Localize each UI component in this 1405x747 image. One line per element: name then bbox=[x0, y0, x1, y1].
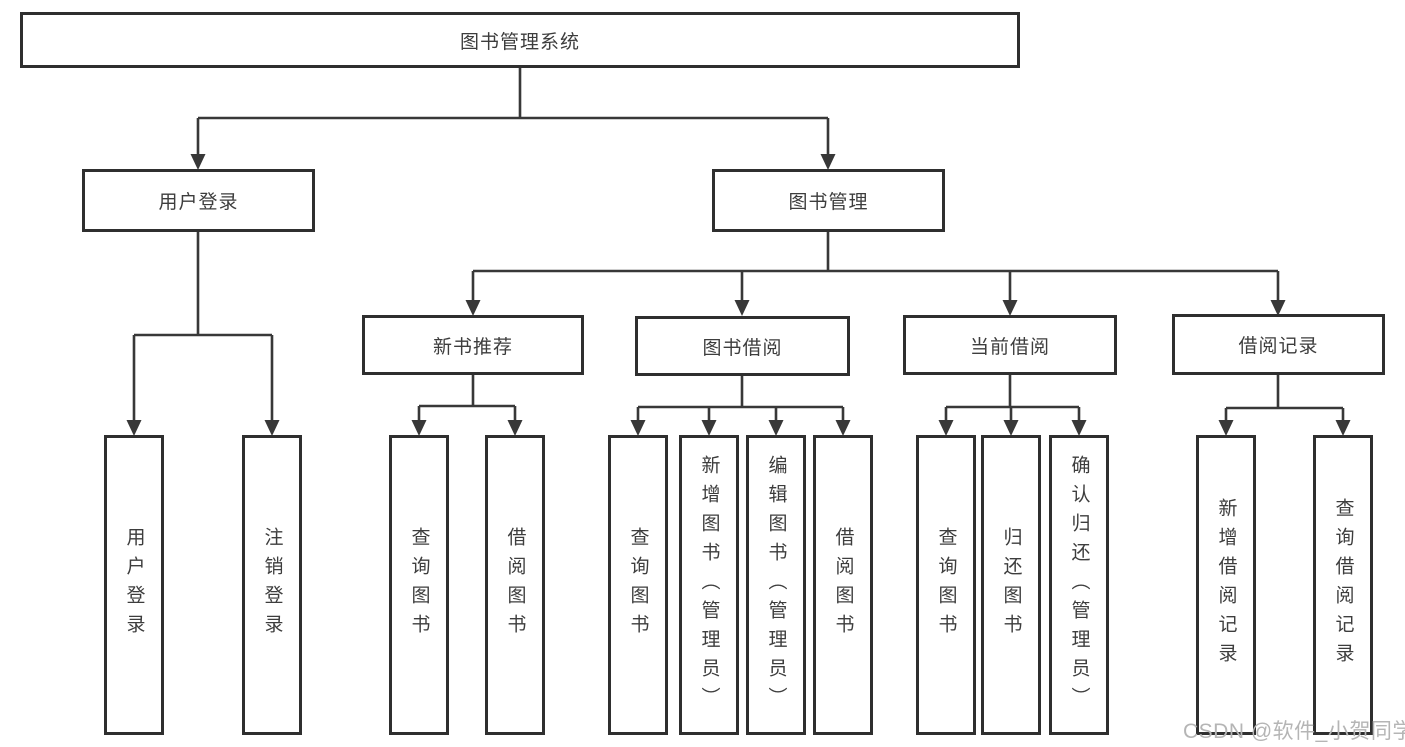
node-label: 确认归还（管理员） bbox=[1068, 454, 1090, 716]
connector-records-to-leaves bbox=[1224, 374, 1345, 423]
arrow-down bbox=[1071, 420, 1087, 436]
leaf-borrow-books: 借阅图书 bbox=[813, 435, 873, 735]
csdn-watermark: CSDN @软件_小贺同学 bbox=[1183, 720, 1405, 743]
leaf-edit-books-admin: 编辑图书（管理员） bbox=[746, 435, 806, 735]
connector-newbook-to-leaves bbox=[417, 375, 517, 423]
node-library-management-system: 图书管理系统 bbox=[20, 12, 1020, 68]
connector-root-to-level2 bbox=[196, 68, 830, 157]
node-label: 注销登录 bbox=[261, 527, 283, 643]
leaf-query-books-borrow: 查询图书 bbox=[608, 435, 668, 735]
arrow-down bbox=[507, 420, 523, 436]
node-new-book-recommendation: 新书推荐 bbox=[362, 315, 584, 375]
connector-userlogin-to-leaves bbox=[132, 232, 274, 423]
arrow-down bbox=[411, 420, 427, 436]
node-label: 借阅图书 bbox=[504, 527, 526, 643]
arrow-down bbox=[768, 420, 784, 436]
arrow-down bbox=[938, 420, 954, 436]
node-label: 图书借阅 bbox=[702, 337, 783, 359]
node-book-borrowing: 图书借阅 bbox=[635, 316, 850, 376]
node-current-borrowing: 当前借阅 bbox=[903, 315, 1117, 375]
connector-bookmgmt-to-level3 bbox=[471, 232, 1280, 303]
leaf-query-books-recommend: 查询图书 bbox=[389, 435, 449, 735]
arrow-down bbox=[1335, 420, 1351, 436]
arrow-down bbox=[190, 154, 206, 170]
arrow-down bbox=[1270, 300, 1286, 316]
arrow-down bbox=[1002, 300, 1018, 316]
leaf-query-borrow-record: 查询借阅记录 bbox=[1313, 435, 1373, 735]
arrow-down bbox=[126, 420, 142, 436]
node-borrowing-records: 借阅记录 bbox=[1172, 314, 1385, 375]
node-label: 借阅图书 bbox=[832, 527, 854, 643]
arrow-down bbox=[734, 300, 750, 316]
node-label: 查询图书 bbox=[408, 527, 430, 643]
node-label: 查询图书 bbox=[627, 527, 649, 643]
arrow-down bbox=[701, 420, 717, 436]
leaf-logout: 注销登录 bbox=[242, 435, 302, 735]
node-book-management: 图书管理 bbox=[712, 169, 945, 232]
node-label: 新书推荐 bbox=[432, 336, 513, 358]
node-label: 查询借阅记录 bbox=[1332, 498, 1354, 672]
arrow-down bbox=[264, 420, 280, 436]
node-label: 图书管理系统 bbox=[459, 31, 580, 53]
node-label: 新增图书（管理员） bbox=[698, 454, 720, 716]
leaf-add-books-admin: 新增图书（管理员） bbox=[679, 435, 739, 735]
leaf-borrow-books-recommend: 借阅图书 bbox=[485, 435, 545, 735]
leaf-confirm-return-admin: 确认归还（管理员） bbox=[1049, 435, 1109, 735]
node-label: 用户登录 bbox=[158, 192, 239, 213]
arrow-down bbox=[835, 420, 851, 436]
leaf-return-books: 归还图书 bbox=[981, 435, 1041, 735]
node-label: 归还图书 bbox=[1000, 527, 1022, 643]
node-label: 图书管理 bbox=[788, 192, 869, 213]
connector-current-to-leaves bbox=[944, 375, 1081, 423]
leaf-add-borrow-record: 新增借阅记录 bbox=[1196, 435, 1256, 735]
arrow-down bbox=[1218, 420, 1234, 436]
node-label: 当前借阅 bbox=[969, 336, 1050, 358]
node-label: 新增借阅记录 bbox=[1215, 498, 1237, 672]
node-label: 用户登录 bbox=[123, 527, 145, 643]
leaf-query-books-current: 查询图书 bbox=[916, 435, 976, 735]
node-label: 编辑图书（管理员） bbox=[765, 454, 787, 716]
leaf-user-login: 用户登录 bbox=[104, 435, 164, 735]
arrow-down bbox=[820, 154, 836, 170]
node-label: 查询图书 bbox=[935, 527, 957, 643]
node-user-login: 用户登录 bbox=[82, 169, 315, 232]
node-label: 借阅记录 bbox=[1238, 336, 1319, 357]
arrow-down bbox=[1003, 420, 1019, 436]
arrow-down bbox=[630, 420, 646, 436]
connector-borrow-to-leaves bbox=[636, 376, 845, 423]
arrow-down bbox=[465, 300, 481, 316]
